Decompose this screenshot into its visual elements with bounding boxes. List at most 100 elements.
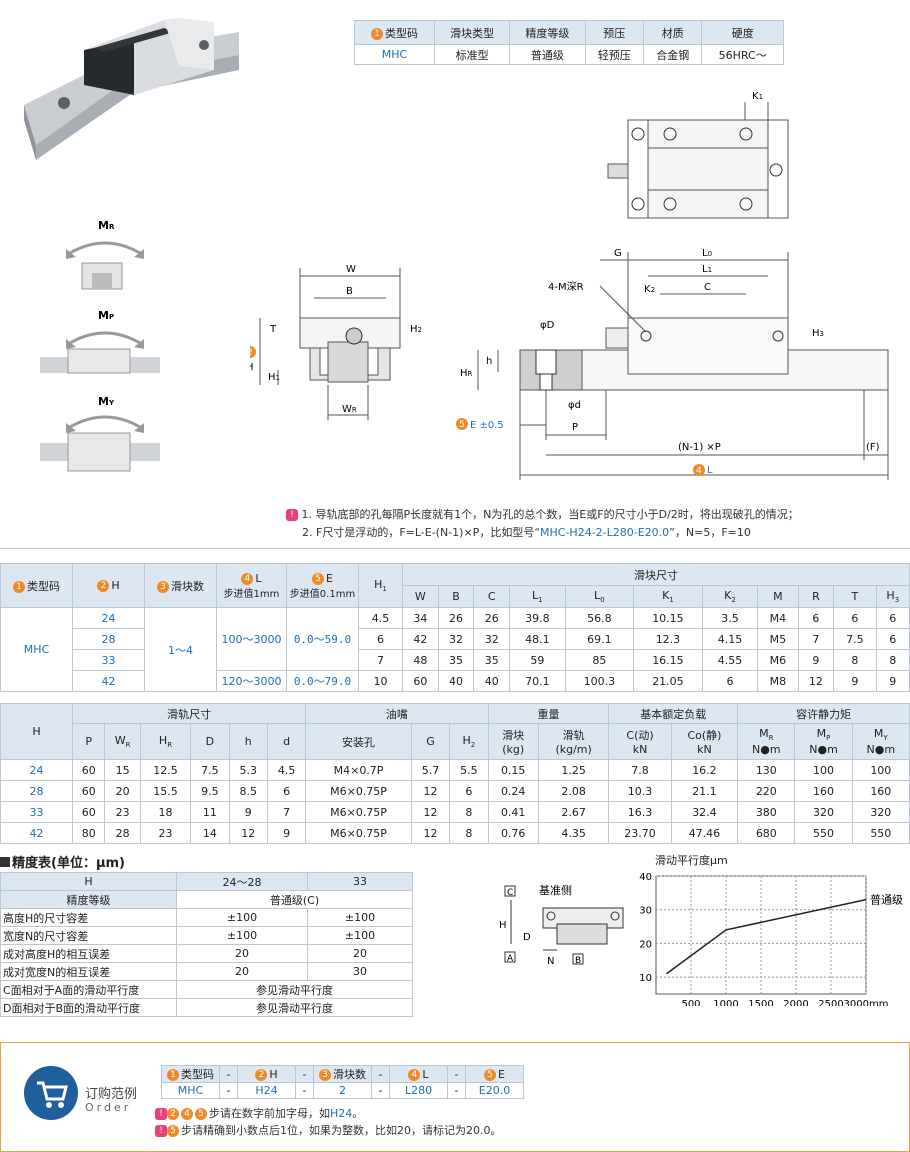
mr-label: MR: [98, 219, 115, 232]
ref-side-label: 基准侧: [539, 884, 572, 897]
col-L1: L1: [509, 585, 566, 608]
ref-d: D: [523, 932, 531, 943]
table-cell: 69.1: [564, 628, 635, 650]
my-label: MY: [98, 395, 115, 408]
table-cell: 320: [794, 801, 853, 823]
divider: [0, 548, 910, 549]
c-HR: HR: [139, 723, 192, 760]
table-cell: 12.5: [139, 759, 192, 781]
order-col: -: [447, 1065, 466, 1083]
table-cell: 85: [564, 649, 635, 671]
ref-n: N: [547, 956, 554, 967]
table-cell: 0.24: [487, 780, 539, 802]
table-cell: 6: [833, 607, 877, 629]
table-cell: 10.15: [633, 607, 703, 629]
order-val: -: [371, 1082, 390, 1099]
table-cell: 70.1: [509, 670, 566, 692]
c-G: G: [410, 723, 451, 760]
table-cell: 7.8: [608, 759, 672, 781]
table-cell: 160: [851, 780, 910, 802]
table-cell: 8: [449, 822, 489, 844]
cell-slider-type: 标准型: [433, 44, 511, 65]
table-cell: 6: [358, 628, 403, 650]
order-val: 2: [313, 1082, 372, 1099]
ref-b: B: [575, 956, 581, 966]
table-cell: 16.3: [608, 801, 672, 823]
table-cell: 48: [402, 649, 439, 671]
order-val: MHC: [161, 1082, 220, 1099]
c-H2: H2: [449, 723, 489, 760]
cell-type: MHC: [354, 44, 435, 65]
table-cell: 20: [104, 780, 141, 802]
k2-label: K2: [644, 284, 655, 295]
x-tick-label: 2000: [783, 999, 808, 1006]
table-cell: ±100: [307, 926, 413, 945]
table-cell: 12: [410, 801, 451, 823]
np-label: (N-1) ×P: [678, 442, 721, 453]
cell-E: 0.0～79.0: [286, 670, 359, 692]
order-col: -: [295, 1065, 314, 1083]
table-cell: 32.4: [670, 801, 739, 823]
table-cell: 9: [875, 670, 910, 692]
table-cell: 35: [437, 649, 475, 671]
table-cell: 39.8: [509, 607, 566, 629]
table-cell: M4: [757, 607, 799, 629]
order-val: L280: [389, 1082, 448, 1099]
table-cell: 6: [875, 607, 910, 629]
c-wb: 滑块(kg): [487, 723, 539, 760]
table-cell: 550: [794, 822, 853, 844]
h-H1: H1: [358, 563, 403, 608]
l1-label: L1: [702, 264, 712, 275]
table-cell: 8: [449, 801, 489, 823]
table-cell: 18: [139, 801, 192, 823]
table-cell: 26: [473, 607, 511, 629]
c-label: C: [704, 282, 711, 293]
table-cell: 20: [307, 944, 413, 963]
l0-label: L0: [702, 248, 712, 259]
table-cell: 26: [437, 607, 475, 629]
table-cell: 40: [437, 670, 475, 692]
table-cell: 成对宽度N的相互误差: [0, 962, 177, 981]
series-label: 普通级: [870, 893, 903, 907]
table-cell: 3.5: [701, 607, 759, 629]
y-tick-label: 40: [639, 872, 652, 883]
order-label: 订购范例: [85, 1087, 138, 1102]
c-hole: 安装孔: [305, 723, 412, 760]
hr-label: HR: [460, 368, 473, 379]
x-tick-label: 500: [681, 999, 700, 1006]
p-grade: 普通级(C): [176, 890, 413, 909]
table-cell: 9: [266, 822, 307, 844]
table-row: 高度H的尺寸容差±100±100: [0, 908, 413, 927]
table-cell: 34: [402, 607, 439, 629]
cell-qty: 1～4: [144, 607, 217, 692]
table-cell: 48.1: [509, 628, 566, 650]
order-val: -: [295, 1082, 314, 1099]
phi-d-upper-label: φD: [540, 320, 555, 331]
order-val: E20.0: [465, 1082, 524, 1099]
table-cell: M6×0.75P: [305, 801, 412, 823]
c-h: h: [228, 723, 268, 760]
table-cell: 16.2: [670, 759, 739, 781]
table-cell: 80: [71, 822, 106, 844]
wr-label: WR: [342, 404, 357, 415]
table-cell: 6: [701, 670, 759, 692]
col-B: B: [437, 585, 475, 608]
table-cell: 1.25: [537, 759, 610, 781]
table-row: 宽度N的尺寸容差±100±100: [0, 926, 413, 945]
g-label: G: [614, 248, 622, 259]
svg-text:2: 2: [250, 348, 253, 358]
g-moment: 容许静力矩: [737, 703, 910, 724]
product-photo: [24, 18, 239, 160]
table-cell: 0.15: [487, 759, 539, 781]
reference-diagram: C 基准侧 H D A N B: [499, 884, 624, 967]
table-cell: 35: [473, 649, 511, 671]
